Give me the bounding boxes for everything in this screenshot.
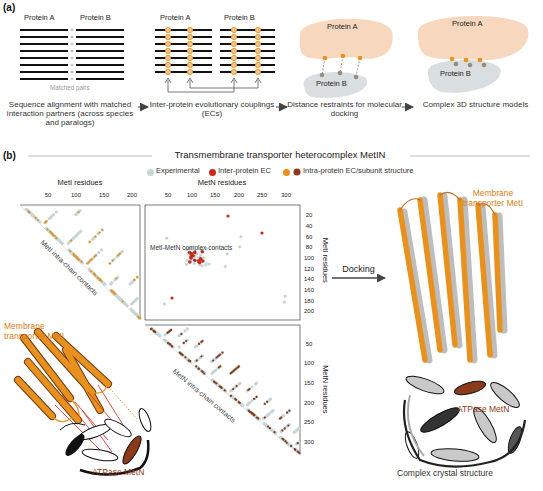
complex-metI (400, 192, 504, 360)
legend-text: Intra-protein EC/subunit structure (303, 167, 413, 176)
figure-label: 100 (68, 192, 84, 199)
figure-label: 160 (301, 287, 317, 294)
figure-label: Protein B (80, 14, 111, 23)
figure-label: 50 (301, 341, 317, 348)
figure-label: MetI residues (50, 179, 110, 188)
figure-label: 100 (184, 192, 200, 199)
legend-swatch (209, 169, 216, 176)
figure-label: Protein B (224, 14, 255, 23)
restraint-lines (322, 56, 360, 77)
structure-label: ATPase MetN (92, 468, 162, 478)
protein-b-blob (428, 60, 501, 93)
step-caption: Sequence alignment with matched interact… (2, 100, 138, 128)
protein-a-blob (300, 19, 393, 59)
figure-label: 50 (160, 192, 176, 199)
structure-label: Membrane transporter MetI (451, 189, 535, 209)
legend-swatch (283, 169, 290, 176)
legend-text: Experimental (156, 167, 200, 176)
figure-label: 250 (301, 419, 317, 426)
flow-arrow (402, 107, 413, 108)
figure-label: MetI intra-chain contacts (27, 227, 112, 309)
ec-dotted (104, 382, 138, 420)
figure-label: 150 (301, 380, 317, 387)
figure-label: 300 (278, 192, 294, 199)
legend-text: Inter-protein EC (218, 167, 271, 176)
figure-label: 180 (301, 298, 317, 305)
figure-label: (b) (3, 150, 16, 162)
figure-label: Protein A (160, 14, 190, 23)
figure-label: 250 (254, 192, 270, 199)
matched-pair-dots (71, 29, 74, 81)
figure-label: 100 (301, 360, 317, 367)
figure-label: MetI-MetN complex contacts (150, 244, 232, 251)
protein-b-blob (304, 72, 368, 98)
ec-lines (55, 385, 130, 452)
figure-label: Protein B (440, 70, 471, 79)
figure-label: 200 (231, 192, 247, 199)
figure-label: 300 (301, 439, 317, 446)
figure-label: 60 (301, 234, 317, 241)
step-caption: Inter-protein evolutionary couplings (EC… (148, 100, 276, 118)
coupling-brackets (165, 78, 261, 92)
figure-label: (a) (3, 2, 15, 14)
step-caption-box: Sequence alignment with matched interact… (2, 100, 138, 128)
step-caption-box: Complex 3D structure models (413, 100, 538, 109)
figure-label: Protein B (316, 80, 347, 89)
docking-arrow (332, 277, 385, 279)
heading-rule (28, 156, 152, 157)
protein-a-blob (418, 16, 528, 60)
alignment-lines (20, 30, 124, 79)
figure-label: 80 (301, 244, 317, 251)
figure-label: 50 (40, 192, 56, 199)
metI-cartoon (18, 332, 108, 422)
step-caption-box: Inter-protein evolutionary couplings (EC… (148, 100, 276, 118)
flow-arrow (138, 107, 148, 108)
step-caption: Complex 3D structure models (413, 100, 538, 109)
coupled-columns (165, 27, 260, 74)
figure-label: 40 (301, 223, 317, 230)
contact-map-frames (20, 205, 300, 455)
structure-panel: Membrane transporter MetI ATPase MetN (0, 200, 332, 490)
structure-label: Membrane transporter MetI (4, 322, 78, 342)
contact-dots (450, 57, 487, 68)
heading-rule (410, 156, 530, 157)
figure-label: 200 (301, 400, 317, 407)
figure-label: 20 (301, 212, 317, 219)
figure-label: 100 (301, 255, 317, 262)
figure-label: MetN intra-chain contacts (155, 354, 252, 437)
restraint-dots (320, 54, 363, 80)
figure-label: 200 (124, 192, 140, 199)
figure-label: 120 (301, 266, 317, 273)
figure-label: Protein A (24, 14, 54, 23)
legend-extra-dot (294, 169, 301, 176)
figure-label: MetI residues (321, 228, 330, 292)
edge-label: Docking (329, 264, 389, 274)
complex-metN (403, 373, 525, 467)
step-caption-box: Distance restraints for molecular dockin… (287, 100, 402, 118)
figure-label: MetN residues (190, 179, 254, 188)
step-caption: Distance restraints for molecular dockin… (287, 100, 402, 118)
panel-heading: Transmembrane transporter heterocomplex … (152, 150, 408, 161)
figure-label: Matched pairs (50, 84, 90, 91)
structure-label: Complex crystal structure (397, 469, 527, 479)
contact-dots (25, 208, 302, 455)
figure-label: 140 (301, 276, 317, 283)
figure-label: 150 (96, 192, 112, 199)
structure-panel: Membrane transporter MetI ATPase MetN Comp… (385, 185, 543, 485)
flow-arrow (276, 107, 287, 108)
alignment-lines (155, 30, 275, 72)
figure-label: Protein A (327, 23, 357, 32)
figure-label: MetN residues (321, 357, 330, 421)
metN-cartoon (60, 407, 153, 474)
structure-label: ATPase MetN (457, 405, 527, 415)
legend-swatch (147, 169, 154, 176)
figure-label: 200 (301, 308, 317, 315)
figure-label: Protein A (452, 20, 482, 29)
figure-label: 150 (207, 192, 223, 199)
